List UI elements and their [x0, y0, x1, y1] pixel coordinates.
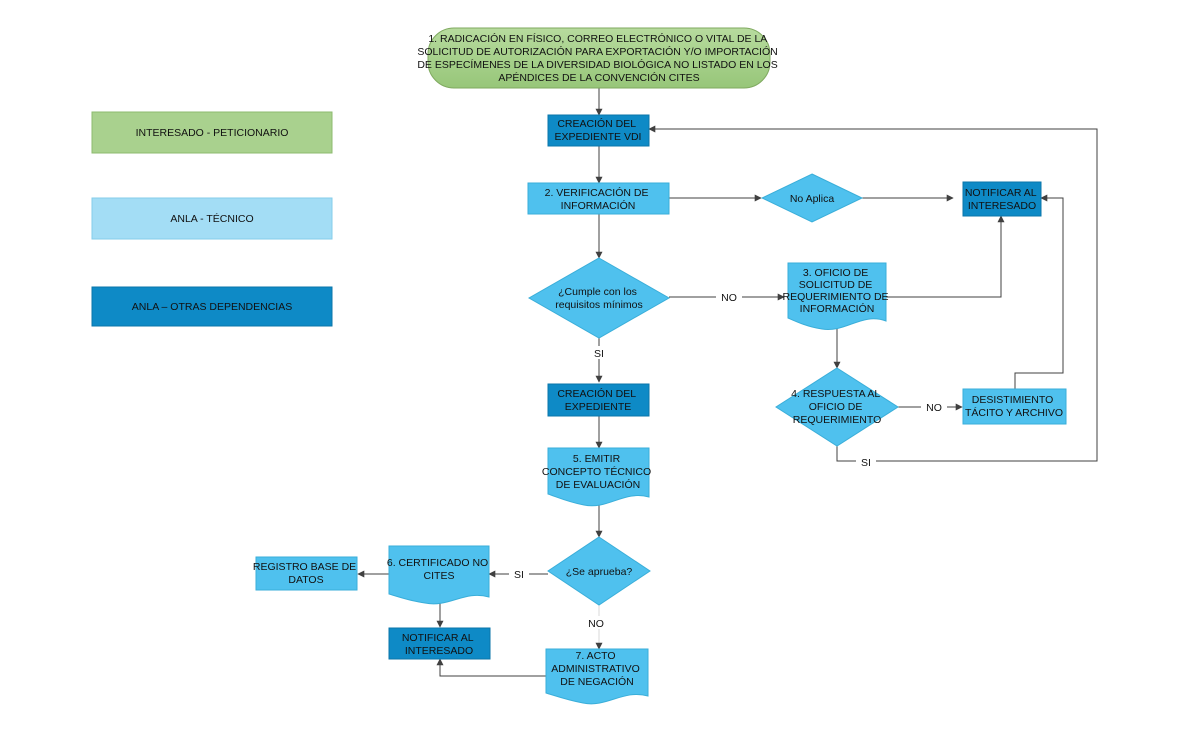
svg-text:¿Cumple con los requisit: ¿Cumple con los requisitos mínimos — [555, 286, 643, 311]
svg-text:6. CERTIFICADO NO CITES: 6. CERTIFICADO NO CITES — [387, 557, 491, 582]
svg-text:4. RESPUESTA AL OFICIO D: 4. RESPUESTA AL OFICIO DE REQUERIMIENTO — [791, 388, 883, 426]
legend-label-peticionario: INTERESADO - PETICIONARIO — [136, 127, 289, 139]
node-vdi-line-2: EXPEDIENTE VDI — [555, 131, 642, 143]
node-oficio-line-2: SOLICITUD DE — [799, 279, 873, 291]
node-cumple-requisitos: ¿Cumple con los requisitos mínimos — [527, 257, 671, 339]
edge-labels: NO SI NO SI SI NO — [509, 290, 947, 630]
node-acto-line-2: ADMINISTRATIVO — [551, 663, 639, 675]
node-no-aplica: No Aplica — [760, 173, 864, 223]
node-oficio-line-1: 3. OFICIO DE — [803, 267, 868, 279]
edge-label-no-cumple: NO — [721, 292, 737, 304]
node-concepto-line-2: CONCEPTO TÉCNICO — [542, 465, 651, 478]
node-notificar-top-line-1: NOTIFICAR AL — [965, 187, 1037, 199]
svg-text:5. EMITIR CONCEPTO TÉCNI: 5. EMITIR CONCEPTO TÉCNICO DE EVALUACIÓN — [542, 453, 654, 491]
edge-label-no-aprueba: NO — [588, 618, 604, 630]
node-se-aprueba: ¿Se aprueba? — [547, 536, 651, 606]
edge-oficio-to-notificar — [886, 215, 1005, 298]
svg-text:1. RADICACIÓN EN FÍSICO, CORRE: 1. RADICACIÓN EN FÍSICO, CORREO ELECTRÓN… — [417, 32, 780, 84]
node-certificado-line-2: CITES — [424, 570, 455, 582]
node-respuesta-oficio: 4. RESPUESTA AL OFICIO DE REQUERIMIENTO — [775, 367, 899, 447]
node-registro-base-datos: REGISTRO BASE DE DATOS — [253, 556, 359, 591]
node-certificado-no-cites: 6. CERTIFICADO NO CITES — [387, 545, 491, 605]
svg-text:CREACIÓN DEL EXPEDIENTE: CREACIÓN DEL EXPEDIENTE VDI — [555, 117, 642, 143]
node-desistimiento-line-2: TÁCITO Y ARCHIVO — [965, 406, 1063, 419]
node-acto-administrativo: 7. ACTO ADMINISTRATIVO DE NEGACIÓN — [545, 648, 649, 705]
node-cumple-line-2: requisitos mínimos — [555, 299, 643, 311]
svg-text:7. ACTO ADMINISTRATIVO: 7. ACTO ADMINISTRATIVO DE NEGACIÓN — [551, 650, 642, 688]
svg-text:No Aplica: No Aplica — [790, 193, 835, 205]
node-respuesta-line-3: REQUERIMIENTO — [793, 414, 881, 426]
node-desistimiento-line-1: DESISTIMIENTO — [972, 394, 1053, 406]
node-notificar-top-line-2: INTERESADO — [968, 200, 1036, 212]
node-start-radicacion: 1. RADICACIÓN EN FÍSICO, CORREO ELECTRÓN… — [417, 27, 780, 89]
legend-label-tecnico: ANLA - TÉCNICO — [170, 212, 253, 225]
svg-text:3. OFICIO DE SOLICITUD D: 3. OFICIO DE SOLICITUD DE REQUERIMIENTO … — [783, 267, 892, 315]
node-oficio-line-4: INFORMACIÓN — [800, 302, 875, 315]
node-respuesta-line-2: OFICIO DE — [809, 401, 863, 413]
edge-acto-to-notificar — [436, 658, 546, 677]
edge-label-si-cumple: SI — [594, 348, 604, 360]
node-oficio-line-3: REQUERIMIENTO DE — [783, 291, 889, 303]
node-start-line-2: SOLICITUD DE AUTORIZACIÓN PARA EXPORTACI… — [417, 45, 777, 58]
node-vdi-line-1: CREACIÓN DEL — [557, 117, 636, 130]
node-oficio-solicitud: 3. OFICIO DE SOLICITUD DE REQUERIMIENTO … — [783, 262, 892, 330]
node-start-line-4: APÉNDICES DE LA CONVENCIÓN CITES — [498, 71, 699, 84]
node-creacion-line-1: CREACIÓN DEL — [557, 387, 636, 400]
node-respuesta-line-1: 4. RESPUESTA AL — [791, 388, 880, 400]
node-start-line-3: DE ESPECÍMENES DE LA DIVERSIDAD BIOLÓGIC… — [417, 58, 777, 71]
node-verificacion-line-2: INFORMACIÓN — [561, 199, 636, 212]
legend: INTERESADO - PETICIONARIO ANLA - TÉCNICO… — [91, 111, 333, 327]
node-notificar-interesado-bottom: NOTIFICAR AL INTERESADO — [388, 627, 491, 660]
node-verificacion-line-1: 2. VERIFICACIÓN DE — [545, 186, 649, 199]
edge-desistimiento-to-notificar — [1014, 194, 1064, 389]
node-certificado-line-1: 6. CERTIFICADO NO — [387, 557, 488, 569]
node-creacion-expediente: CREACIÓN DEL EXPEDIENTE — [547, 383, 650, 417]
edge-label-no-respuesta: NO — [926, 402, 942, 414]
legend-swatch-otras — [91, 286, 333, 327]
node-registro-line-2: DATOS — [288, 574, 323, 586]
node-creacion-line-2: EXPEDIENTE — [565, 401, 632, 413]
svg-text:DESISTIMIENTO TÁCITO Y A: DESISTIMIENTO TÁCITO Y ARCHIVO — [965, 394, 1063, 419]
node-cumple-line-1: ¿Cumple con los — [558, 286, 637, 298]
node-notificar-bottom-line-1: NOTIFICAR AL — [402, 632, 474, 644]
node-acto-line-1: 7. ACTO — [576, 650, 616, 662]
edge-label-si-aprueba: SI — [514, 569, 524, 581]
node-desistimiento: DESISTIMIENTO TÁCITO Y ARCHIVO — [962, 388, 1067, 425]
edge-respuesta-si-loop — [648, 125, 1098, 462]
svg-text:NOTIFICAR AL INTERESADO: NOTIFICAR AL INTERESADO — [965, 187, 1039, 212]
edge-label-si-respuesta: SI — [861, 457, 871, 469]
node-registro-line-1: REGISTRO BASE DE — [253, 561, 356, 573]
node-acto-line-3: DE NEGACIÓN — [560, 675, 634, 688]
svg-text:REGISTRO BASE DE DATOS: REGISTRO BASE DE DATOS — [253, 561, 359, 586]
node-verificacion-informacion: 2. VERIFICACIÓN DE INFORMACIÓN — [527, 182, 670, 215]
node-notificar-bottom-line-2: INTERESADO — [405, 645, 473, 657]
node-start-line-1: 1. RADICACIÓN EN FÍSICO, CORREO ELECTRÓN… — [428, 32, 767, 45]
svg-text:¿Se aprueba?: ¿Se aprueba? — [566, 566, 633, 578]
svg-text:NOTIFICAR AL INTERESADO: NOTIFICAR AL INTERESADO — [402, 632, 476, 657]
node-concepto-line-3: DE EVALUACIÓN — [556, 478, 640, 491]
node-notificar-interesado-top: NOTIFICAR AL INTERESADO — [962, 181, 1042, 217]
legend-swatch-tecnico — [91, 197, 333, 240]
node-aprueba-line-1: ¿Se aprueba? — [566, 566, 633, 578]
legend-swatch-peticionario — [91, 111, 333, 154]
svg-text:2. VERIFICACIÓN DE INFOR: 2. VERIFICACIÓN DE INFORMACIÓN — [545, 186, 652, 212]
legend-label-otras: ANLA – OTRAS DEPENDENCIAS — [132, 301, 292, 313]
node-concepto-tecnico: 5. EMITIR CONCEPTO TÉCNICO DE EVALUACIÓN — [542, 447, 654, 507]
node-no-aplica-line-1: No Aplica — [790, 193, 835, 205]
node-concepto-line-1: 5. EMITIR — [573, 453, 621, 465]
svg-text:CREACIÓN DEL EXPEDIENTE: CREACIÓN DEL EXPEDIENTE — [557, 387, 638, 413]
node-creacion-expediente-vdi: CREACIÓN DEL EXPEDIENTE VDI — [547, 114, 650, 147]
